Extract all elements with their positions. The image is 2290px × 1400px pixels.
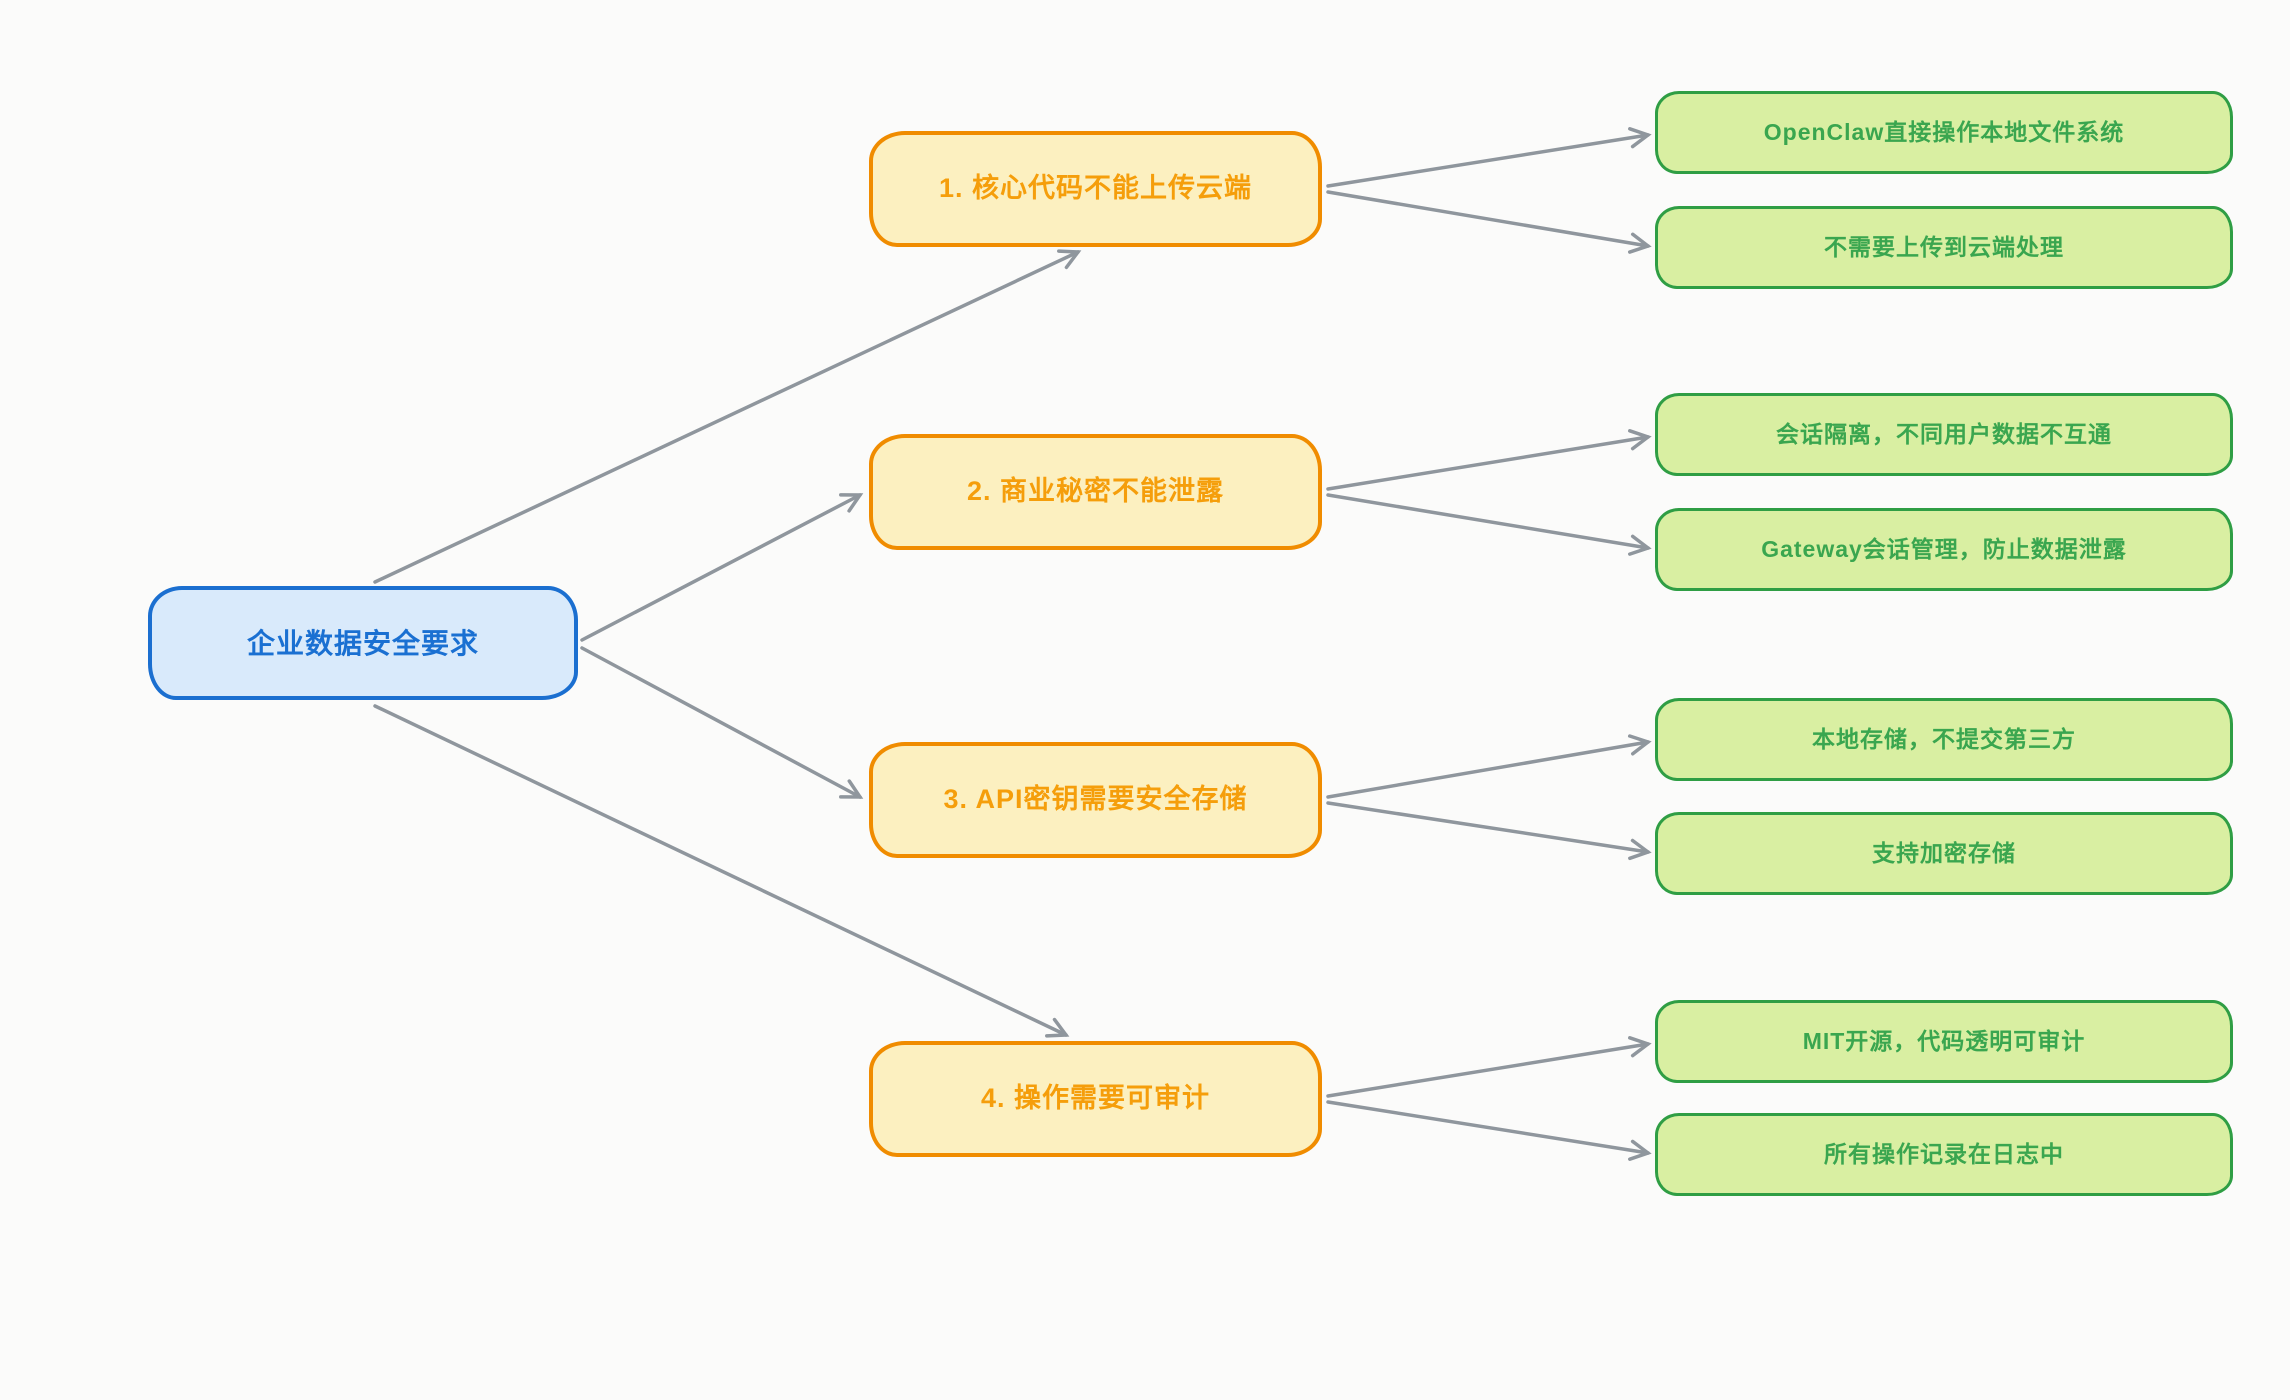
leaf-node-label: OpenClaw直接操作本地文件系统 — [1763, 119, 2125, 146]
leaf-node-2-1[interactable]: 会话隔离，不同用户数据不互通 — [1655, 393, 2233, 476]
leaf-node-label: 不需要上传到云端处理 — [1824, 234, 2064, 261]
leaf-node-2-2[interactable]: Gateway会话管理，防止数据泄露 — [1655, 508, 2233, 591]
branch-node-3[interactable]: 3. API密钥需要安全存储 — [869, 742, 1322, 858]
branch-node-label: 4. 操作需要可审计 — [980, 1083, 1211, 1114]
root-node[interactable]: 企业数据安全要求 — [148, 586, 578, 700]
arrow-root-to-branch-4[interactable] — [373, 704, 1070, 1038]
branch-node-2[interactable]: 2. 商业秘密不能泄露 — [869, 434, 1322, 550]
arrow-branch-2-to-leaf-2[interactable] — [1326, 493, 1652, 556]
leaf-node-label: 支持加密存储 — [1872, 840, 2016, 867]
leaf-node-1-2[interactable]: 不需要上传到云端处理 — [1655, 206, 2233, 289]
arrow-branch-4-to-leaf-2[interactable] — [1326, 1100, 1652, 1161]
leaf-node-4-1[interactable]: MIT开源，代码透明可审计 — [1655, 1000, 2233, 1083]
arrow-branch-4-to-leaf-1[interactable] — [1326, 1036, 1652, 1098]
arrow-root-to-branch-3[interactable] — [580, 646, 864, 799]
arrow-branch-2-to-leaf-1[interactable] — [1326, 429, 1652, 491]
arrow-root-to-branch-1[interactable] — [373, 249, 1082, 584]
arrow-branch-3-to-leaf-1[interactable] — [1326, 734, 1652, 799]
branch-node-label: 3. API密钥需要安全存储 — [943, 784, 1248, 815]
arrow-branch-1-to-leaf-2[interactable] — [1326, 190, 1652, 254]
leaf-node-3-1[interactable]: 本地存储，不提交第三方 — [1655, 698, 2233, 781]
leaf-node-1-1[interactable]: OpenClaw直接操作本地文件系统 — [1655, 91, 2233, 174]
arrow-branch-3-to-leaf-2[interactable] — [1326, 801, 1652, 861]
leaf-node-label: 所有操作记录在日志中 — [1824, 1141, 2064, 1168]
leaf-node-3-2[interactable]: 支持加密存储 — [1655, 812, 2233, 895]
branch-node-1[interactable]: 1. 核心代码不能上传云端 — [869, 131, 1322, 247]
leaf-node-label: MIT开源，代码透明可审计 — [1802, 1028, 2086, 1055]
branch-node-label: 2. 商业秘密不能泄露 — [966, 476, 1225, 507]
leaf-node-label: Gateway会话管理，防止数据泄露 — [1761, 536, 2127, 563]
branch-node-4[interactable]: 4. 操作需要可审计 — [869, 1041, 1322, 1157]
arrow-branch-1-to-leaf-1[interactable] — [1326, 127, 1652, 188]
leaf-node-label: 会话隔离，不同用户数据不互通 — [1776, 421, 2112, 448]
branch-node-label: 1. 核心代码不能上传云端 — [938, 173, 1253, 204]
root-node-label: 企业数据安全要求 — [246, 627, 479, 659]
leaf-node-4-2[interactable]: 所有操作记录在日志中 — [1655, 1113, 2233, 1196]
arrow-root-to-branch-2[interactable] — [580, 493, 864, 642]
leaf-node-label: 本地存储，不提交第三方 — [1812, 726, 2076, 753]
